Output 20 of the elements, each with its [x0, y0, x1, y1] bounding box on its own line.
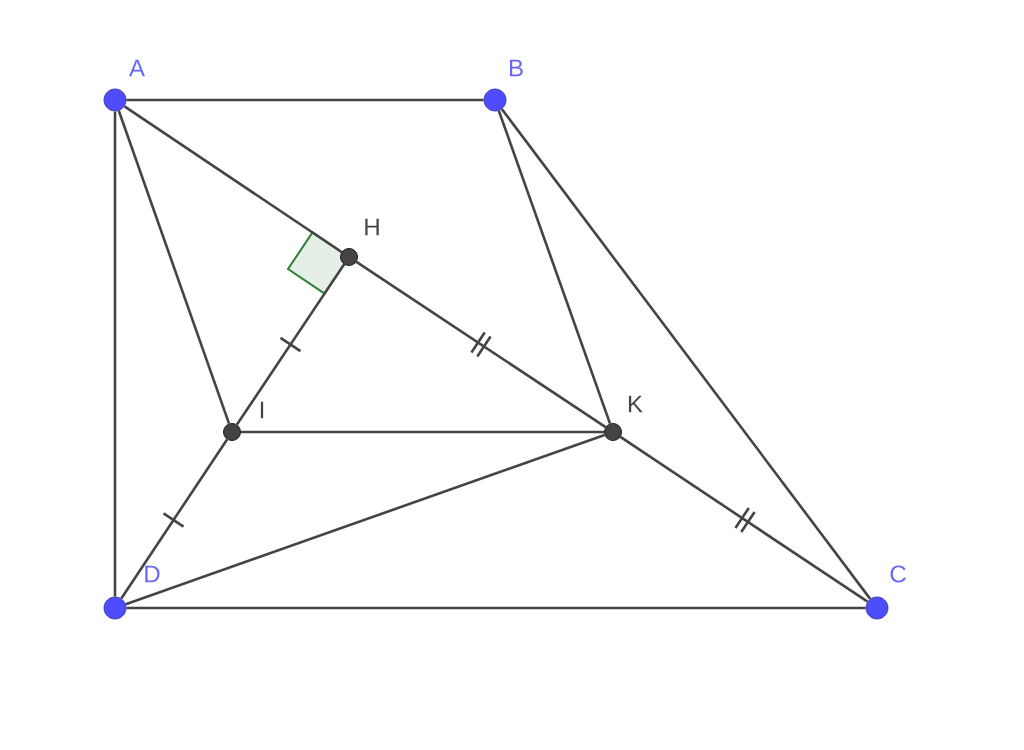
segment [120, 438, 229, 600]
segment [126, 606, 866, 610]
segment [497, 110, 612, 425]
point-label: I [260, 401, 264, 419]
point-label: B [510, 59, 523, 77]
point-label: D [145, 565, 160, 583]
point-label: A [129, 59, 145, 77]
segment [619, 435, 869, 603]
segment [123, 105, 343, 254]
segment [355, 260, 607, 429]
segment [240, 430, 605, 434]
segment [117, 110, 231, 425]
point-label: K [629, 395, 643, 413]
segment [125, 433, 606, 606]
point-label: C [890, 565, 906, 583]
segment [500, 108, 872, 600]
point-label: H [365, 218, 379, 236]
segment [235, 263, 346, 426]
segment [126, 98, 484, 102]
segment [113, 111, 117, 597]
